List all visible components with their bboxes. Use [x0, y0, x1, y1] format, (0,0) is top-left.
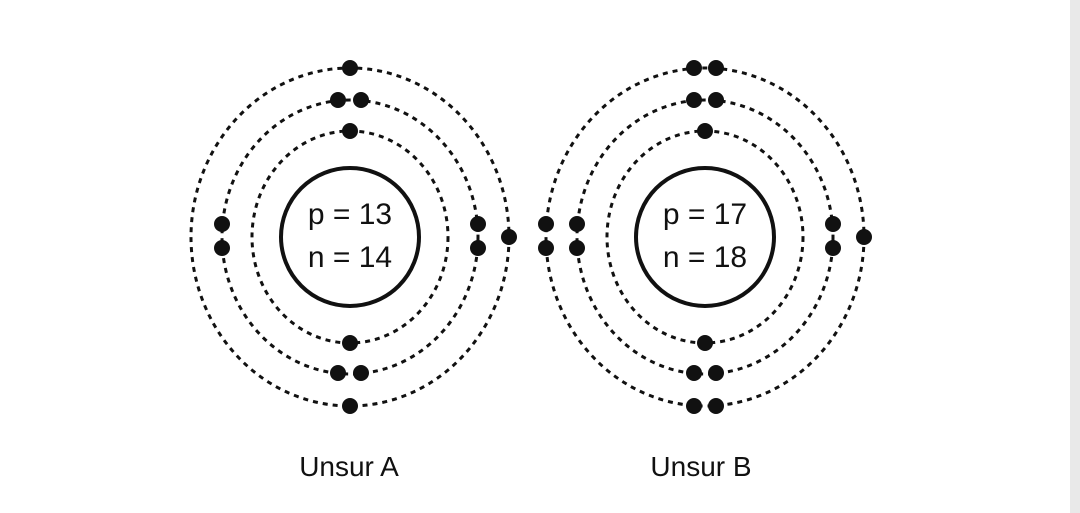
atom-b-protons: p = 17 — [663, 198, 747, 231]
atom-b-electron — [697, 123, 713, 139]
atom-b-nucleus — [634, 166, 776, 308]
atom-a-electron — [342, 398, 358, 414]
atom-a-electron — [214, 216, 230, 232]
atom-a-electron — [470, 240, 486, 256]
atom-b-label: Unsur B — [650, 451, 751, 482]
atom-a-shell-2 — [220, 98, 480, 376]
atom-b-electron — [697, 335, 713, 351]
atom-a: p = 13 n = 14 Unsur A — [189, 60, 517, 482]
atom-b-electron — [686, 92, 702, 108]
atom-b-electron — [825, 240, 841, 256]
atom-b-electron — [538, 216, 554, 232]
atom-b-electron — [708, 398, 724, 414]
atom-b-shell-2 — [575, 98, 835, 376]
right-edge-strip — [1070, 0, 1080, 513]
atom-a-label: Unsur A — [299, 451, 399, 482]
atom-a-electrons — [214, 60, 517, 414]
atom-a-electron — [353, 92, 369, 108]
atom-a-electron — [470, 216, 486, 232]
atom-b-electron — [569, 240, 585, 256]
atom-a-electron — [342, 60, 358, 76]
atom-a-protons: p = 13 — [308, 198, 392, 231]
atom-b-neutrons: n = 18 — [663, 241, 747, 274]
atom-a-electron — [330, 92, 346, 108]
atom-a-electron — [342, 123, 358, 139]
atom-b-electron — [708, 365, 724, 381]
atom-b-electron — [569, 216, 585, 232]
atom-a-electron — [353, 365, 369, 381]
atom-b-electrons — [538, 60, 872, 414]
atom-b-electron — [708, 60, 724, 76]
atom-b-electron — [825, 216, 841, 232]
atom-b-electron — [856, 229, 872, 245]
atom-b-electron — [686, 398, 702, 414]
atom-a-electron — [214, 240, 230, 256]
atom-a-electron — [330, 365, 346, 381]
atom-b: p = 17 n = 18 Unsur B — [538, 60, 872, 482]
atom-b-electron — [686, 365, 702, 381]
atom-a-electron — [501, 229, 517, 245]
atom-b-electron — [686, 60, 702, 76]
atom-a-electron — [342, 335, 358, 351]
atom-a-nucleus — [279, 166, 421, 308]
atom-b-electron — [538, 240, 554, 256]
atom-b-electron — [708, 92, 724, 108]
atom-a-neutrons: n = 14 — [308, 241, 392, 274]
